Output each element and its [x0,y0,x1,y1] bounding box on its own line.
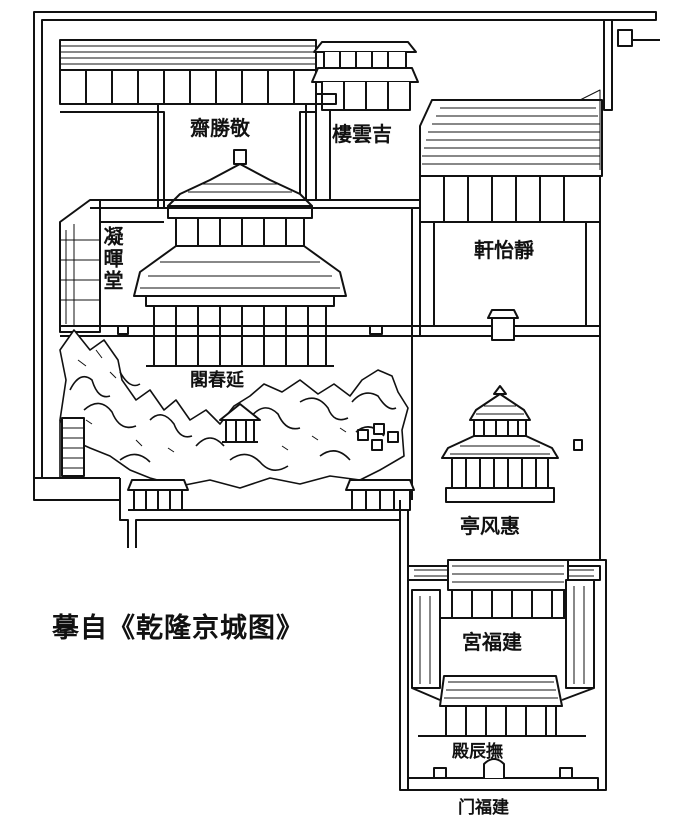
label-jingyi-xuan: 軒怡靜 [474,238,534,262]
label-huifeng-ting: 亭风惠 [460,514,520,538]
label-jingsheng-zhai: 齋勝敬 [190,116,250,140]
rockery-small-pavilion [219,403,261,443]
south-gatehouses [127,479,415,511]
huifeng-ting-pavilion [441,385,583,503]
label-jiyun-lou: 樓雲吉 [332,122,392,146]
source-caption: 摹自《乾隆京城图》 [52,613,304,644]
label-ninghui-tang: 凝暉堂 [100,226,124,292]
jiyun-lou-building [311,41,419,200]
garden-stones [357,423,399,451]
label-fuchen-dian: 殿辰撫 [452,742,503,762]
jingyi-xuan-building [419,89,603,500]
label-jianfu-men: 门福建 [458,798,509,818]
top-row-buildings [59,39,317,113]
left-lower-building [61,417,85,477]
east-corridor-wall [399,500,607,791]
jianfu-men-gate [408,758,599,791]
label-yanchun-ge: 閣春延 [190,370,244,391]
jianfu-gong-building [407,559,601,689]
fuchen-dian-building [411,675,595,737]
label-jianfu-gong: 宮福建 [462,630,522,654]
